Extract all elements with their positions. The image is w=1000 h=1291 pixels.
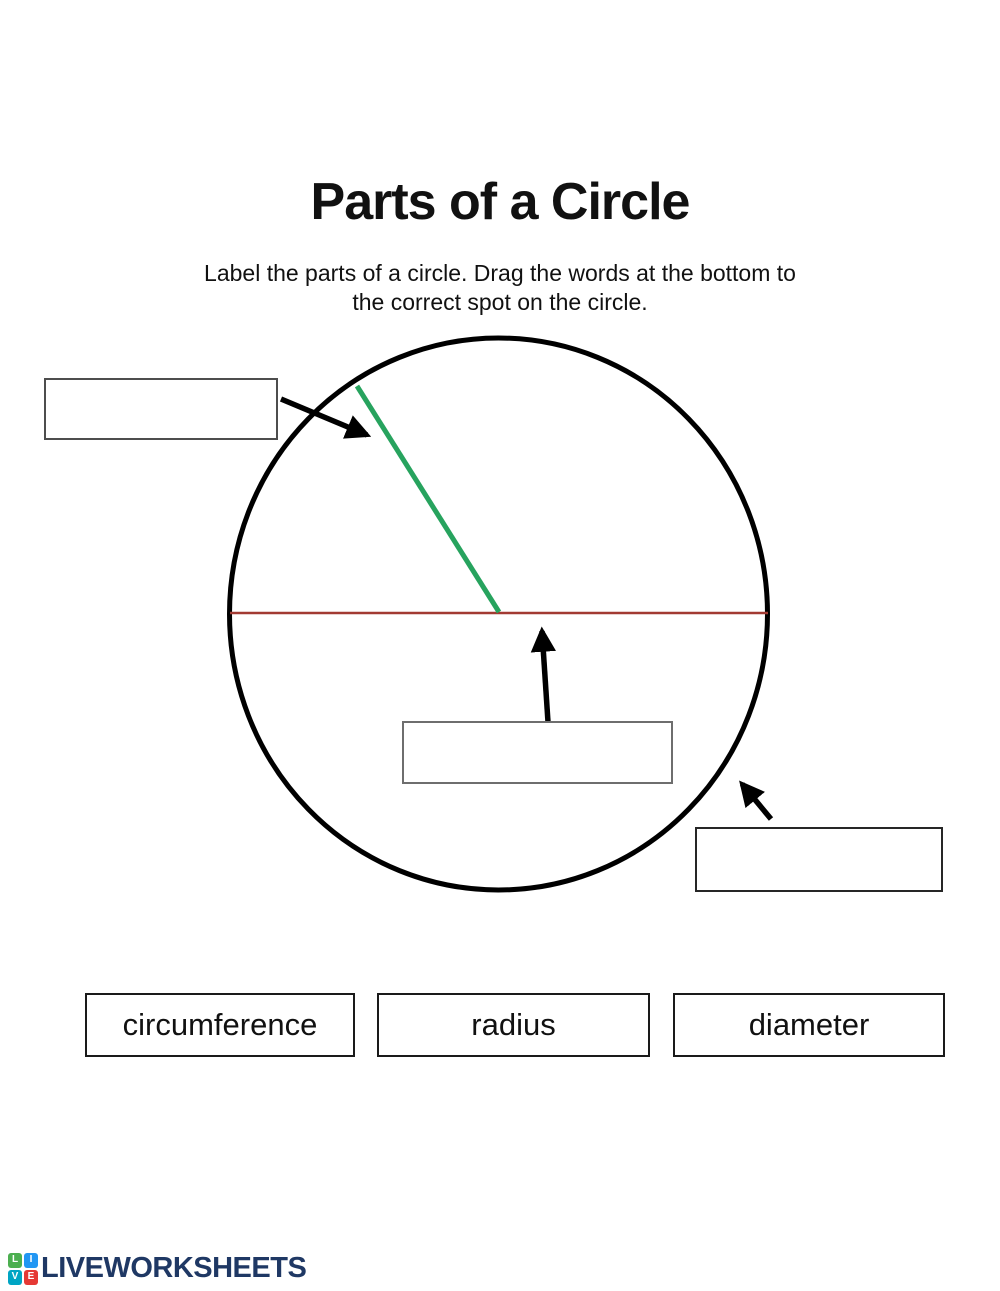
arrow-to-diameter-line [530, 626, 556, 723]
logo-square-l: L [8, 1252, 22, 1268]
word-tile-diameter[interactable]: diameter [673, 993, 945, 1057]
answer-box-circumference[interactable] [695, 827, 943, 892]
arrow-to-circumference [739, 780, 774, 821]
page-title: Parts of a Circle [310, 173, 691, 231]
word-tile-circumference[interactable]: circumference [85, 993, 355, 1057]
answer-box-radius[interactable] [44, 378, 278, 440]
liveworksheets-logo-text: LIVEWORKSHEETS [41, 1252, 307, 1284]
word-tile-radius[interactable]: radius [377, 993, 650, 1057]
liveworksheets-logo[interactable]: L I V E LIVEWORKSHEETS [8, 1252, 307, 1285]
logo-square-e: E [24, 1269, 38, 1285]
instructions-text: Label the parts of a circle. Drag the wo… [0, 259, 1000, 318]
liveworksheets-logo-icon: L I V E [8, 1252, 38, 1285]
answer-box-diameter[interactable] [402, 721, 673, 784]
instructions-line-2: the correct spot on the circle. [352, 289, 648, 316]
logo-square-i: I [24, 1252, 38, 1268]
logo-square-v: V [8, 1269, 22, 1285]
radius-line [354, 384, 502, 614]
instructions-line-1: Label the parts of a circle. Drag the wo… [204, 260, 796, 286]
arrow-to-radius-line [279, 396, 372, 439]
